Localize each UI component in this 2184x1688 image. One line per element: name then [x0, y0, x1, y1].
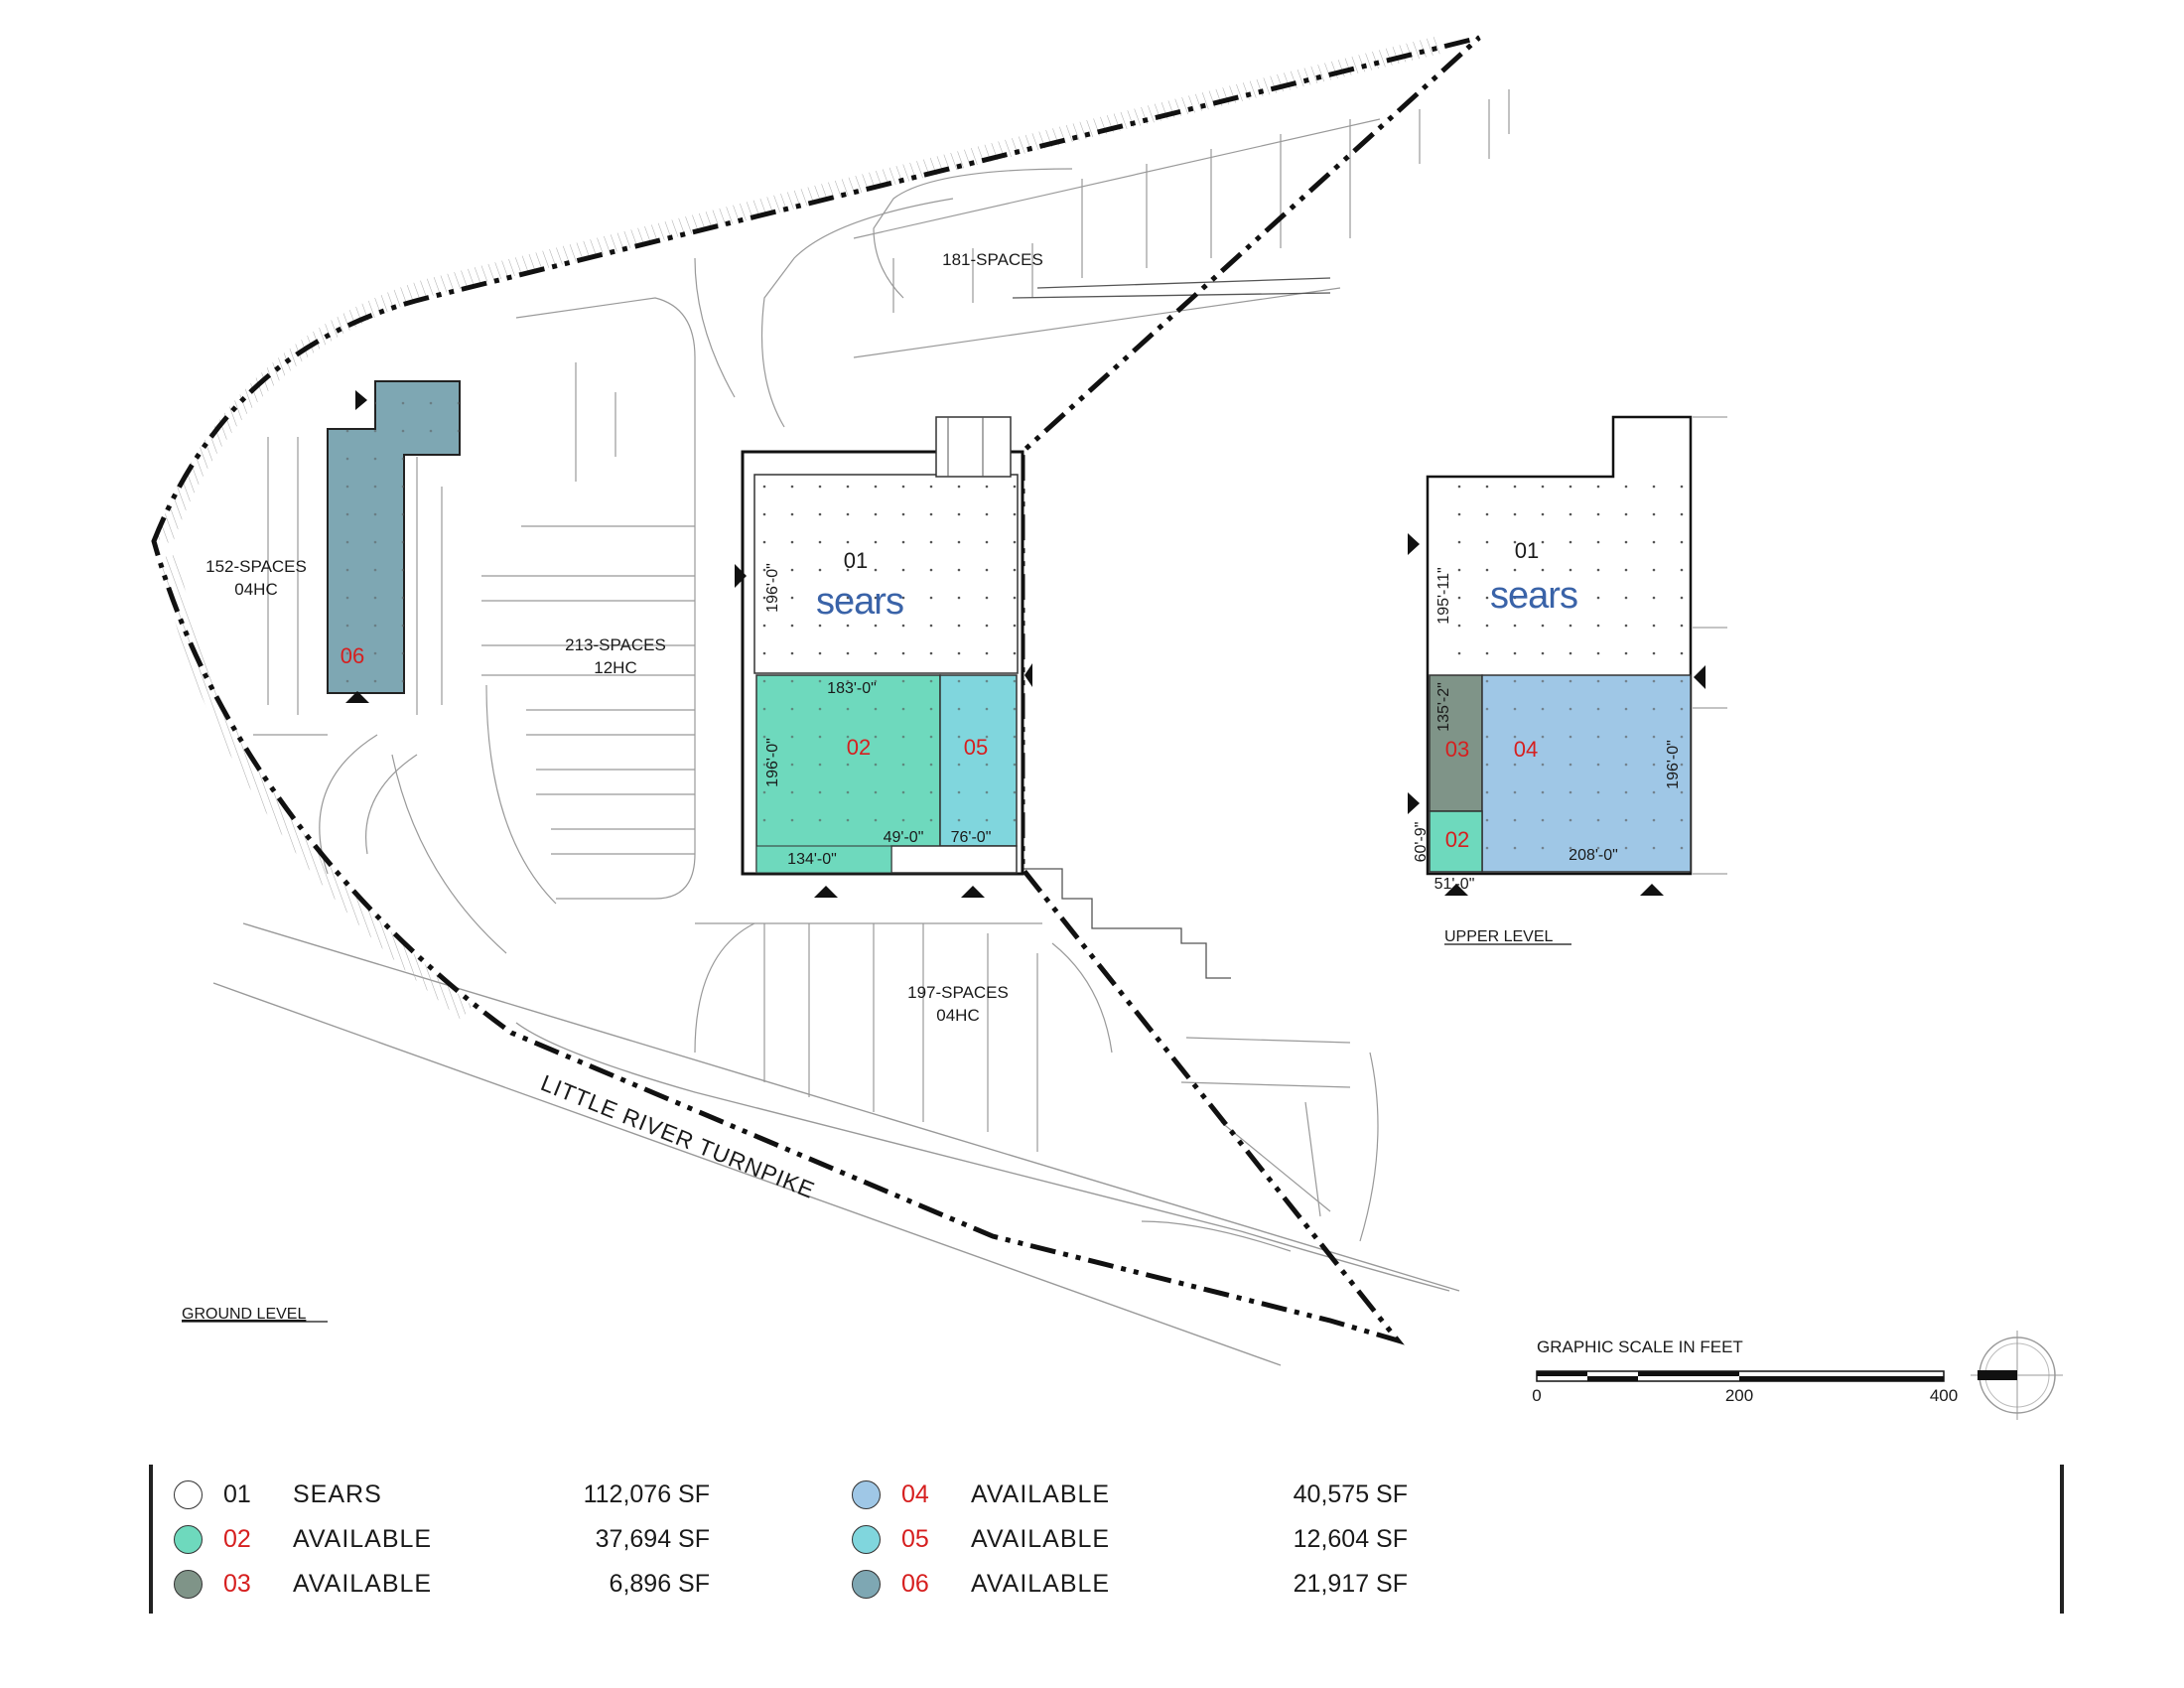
ground-sears-logo: sears	[816, 581, 903, 623]
legend-tenant-name: AVAILABLE	[971, 1570, 1111, 1598]
legend-swatch	[852, 1570, 881, 1599]
legend-row: 05 AVAILABLE 12,604 SF	[852, 1517, 1408, 1562]
dim-196-left: 196'-0"	[764, 738, 781, 787]
dim-196-top: 196'-0"	[764, 563, 781, 613]
upper-dim-51: 51'-0"	[1434, 876, 1475, 893]
scale-200: 200	[1725, 1386, 1753, 1405]
legend-column-left: 01 SEARS 112,076 SF 02 AVAILABLE 37,694 …	[174, 1473, 730, 1607]
legend-unit-number: 02	[223, 1525, 251, 1553]
upper-dim-196: 196'-0"	[1665, 740, 1682, 789]
legend-left-bar	[149, 1465, 153, 1614]
legend-unit-number: 04	[901, 1480, 929, 1508]
upper-dim-195: 195'-11"	[1435, 567, 1452, 624]
upper-unit-02[interactable]	[1429, 810, 1483, 873]
ground-unit-02-number: 02	[847, 735, 871, 760]
legend-swatch	[174, 1525, 203, 1554]
lot-197-label: 197-SPACES	[907, 983, 1009, 1002]
upper-sears-logo: sears	[1490, 575, 1577, 617]
lot-152-hc-label: 04HC	[234, 580, 277, 599]
ground-level-title: GROUND LEVEL	[182, 1306, 306, 1323]
legend-square-feet: 12,604 SF	[1293, 1525, 1408, 1553]
upper-dim-60: 60'-9"	[1413, 822, 1430, 863]
ground-building	[741, 416, 1024, 876]
legend-tenant-name: AVAILABLE	[293, 1525, 433, 1553]
lot-213-label: 213-SPACES	[565, 635, 666, 654]
legend-square-feet: 40,575 SF	[1293, 1480, 1408, 1508]
dim-76: 76'-0"	[951, 829, 992, 846]
scale-0: 0	[1532, 1386, 1541, 1405]
road-lines	[212, 922, 1460, 1366]
ground-level-plan: 181-SPACES 152-SPACES 04HC 213-SPACES 12…	[151, 35, 1510, 1366]
legend-right-bar	[2060, 1465, 2064, 1614]
legend-swatch	[174, 1570, 203, 1599]
legend-unit-number: 03	[223, 1570, 251, 1598]
upper-unit-01-number: 01	[1515, 538, 1539, 563]
legend-square-feet: 37,694 SF	[595, 1525, 710, 1553]
upper-dim-135: 135'-2"	[1435, 682, 1452, 732]
lot-213-hc-label: 12HC	[594, 658, 636, 677]
legend-square-feet: 112,076 SF	[583, 1480, 710, 1508]
legend: 01 SEARS 112,076 SF 02 AVAILABLE 37,694 …	[149, 1465, 2065, 1614]
lot-197-hc-label: 04HC	[936, 1006, 979, 1025]
upper-dim-208: 208'-0"	[1569, 847, 1618, 864]
legend-tenant-name: AVAILABLE	[971, 1525, 1111, 1553]
ground-unit-01-number: 01	[844, 548, 868, 573]
legend-swatch	[852, 1525, 881, 1554]
legend-swatch	[174, 1480, 203, 1509]
legend-tenant-name: SEARS	[293, 1480, 382, 1508]
legend-unit-number: 06	[901, 1570, 929, 1598]
legend-tenant-name: AVAILABLE	[971, 1480, 1111, 1508]
legend-tenant-name: AVAILABLE	[293, 1570, 433, 1598]
north-arrow-icon	[1971, 1331, 2063, 1420]
ground-unit-05-number: 05	[964, 735, 988, 760]
legend-unit-number: 05	[901, 1525, 929, 1553]
legend-row: 06 AVAILABLE 21,917 SF	[852, 1562, 1408, 1607]
ground-unit-06-building[interactable]	[327, 380, 461, 694]
road-label: LITTLE RIVER TURNPIKE	[537, 1069, 819, 1203]
scale-title: GRAPHIC SCALE IN FEET	[1537, 1337, 1743, 1356]
legend-row: 03 AVAILABLE 6,896 SF	[174, 1562, 730, 1607]
upper-entry-arrows	[1408, 533, 1706, 896]
upper-unit-02-number: 02	[1445, 827, 1469, 852]
dim-49: 49'-0"	[884, 829, 924, 846]
ground-unit-06-number: 06	[341, 643, 364, 668]
legend-square-feet: 21,917 SF	[1293, 1570, 1408, 1598]
upper-level-plan: 01 sears 03 04 02 195'-11" 135'-2" 196'-…	[1408, 415, 1727, 945]
upper-unit-04-number: 04	[1514, 737, 1538, 762]
upper-unit-03-number: 03	[1445, 737, 1469, 762]
lot-181-label: 181-SPACES	[942, 250, 1043, 269]
legend-square-feet: 6,896 SF	[609, 1570, 710, 1598]
graphic-scale: GRAPHIC SCALE IN FEET 0 200 400	[1532, 1337, 1958, 1405]
lot-152-label: 152-SPACES	[205, 557, 307, 576]
scale-400: 400	[1930, 1386, 1958, 1405]
legend-column-right: 04 AVAILABLE 40,575 SF 05 AVAILABLE 12,6…	[852, 1473, 1408, 1607]
legend-row: 01 SEARS 112,076 SF	[174, 1473, 730, 1517]
legend-row: 04 AVAILABLE 40,575 SF	[852, 1473, 1408, 1517]
dim-134: 134'-0"	[787, 851, 837, 868]
legend-row: 02 AVAILABLE 37,694 SF	[174, 1517, 730, 1562]
legend-unit-number: 01	[223, 1480, 251, 1508]
upper-level-title: UPPER LEVEL	[1444, 928, 1553, 945]
legend-swatch	[852, 1480, 881, 1509]
entry-arrows	[345, 390, 1032, 898]
dim-183: 183'-0"	[827, 680, 877, 697]
